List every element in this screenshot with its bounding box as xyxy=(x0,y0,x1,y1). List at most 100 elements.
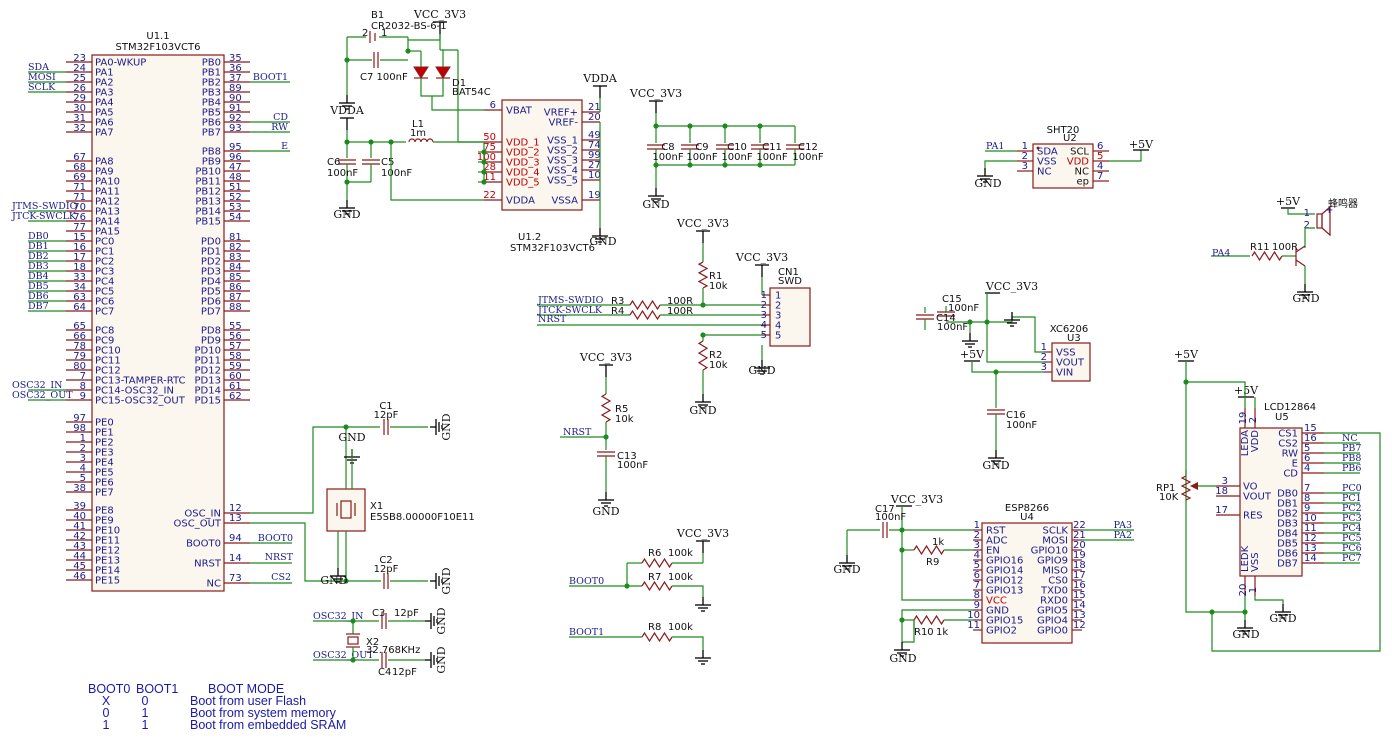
xc6206-part: XC6206 xyxy=(1050,324,1089,335)
net-label: PC3 xyxy=(1342,513,1362,524)
mcu-pin-number: 9 xyxy=(80,391,86,402)
mcu-pin-number: 52 xyxy=(229,192,242,203)
mcu-pin-number: 38 xyxy=(73,483,86,494)
mcu-pin-number: 64 xyxy=(73,302,86,313)
pin-number: 18 xyxy=(1215,486,1228,497)
mcu-pin-number: 70 xyxy=(73,202,86,213)
mcu-body xyxy=(91,54,225,592)
wire xyxy=(901,609,973,642)
swd-connector-body xyxy=(769,287,811,347)
pin-name: VSS_3 xyxy=(547,156,578,167)
mcu-pin-number: 95 xyxy=(229,142,242,153)
mcu-pin-name: PC8 xyxy=(95,326,114,337)
mcu-pin-name: PD5 xyxy=(201,287,221,298)
battery-pin: 2 xyxy=(362,28,368,39)
mcu-pin-name: PA11 xyxy=(95,187,120,198)
swd-ref: CN1 xyxy=(778,267,799,278)
mcu-pin-name: PC1 xyxy=(95,247,114,258)
mcu-pin-number: 80 xyxy=(73,361,86,372)
sht20-ref: U2 xyxy=(1063,133,1077,144)
wire xyxy=(984,160,1017,168)
mcu-pin-number: 1 xyxy=(80,433,86,444)
wire xyxy=(672,585,704,597)
rp1-wiper xyxy=(1190,482,1198,490)
power-label: VCC_3V3 xyxy=(676,217,729,230)
pin-number: 12 xyxy=(1304,533,1317,544)
mcu-pin-number: 3 xyxy=(80,453,86,464)
pin-number: 10 xyxy=(1304,513,1317,524)
pin-number: 74 xyxy=(588,140,601,151)
sht20-part: SHT20 xyxy=(1047,125,1080,136)
mcu-pin-number: 84 xyxy=(229,262,242,273)
mcu-pin-number: 69 xyxy=(73,172,86,183)
mcu-pin-number: 71 xyxy=(73,182,86,193)
c14-value: 100nF xyxy=(937,322,968,333)
pin-number: 7 xyxy=(1097,171,1103,182)
pin-name: EN xyxy=(986,546,1000,557)
mcu-pin-name: PD3 xyxy=(201,267,221,278)
ground-label: GND xyxy=(982,459,1009,472)
pin-name: VDDA xyxy=(506,196,535,207)
net-label: DB3 xyxy=(28,261,49,272)
mcu-pin-number: 97 xyxy=(73,413,86,424)
r7-ref: R7 xyxy=(648,572,661,583)
wire xyxy=(1185,361,1245,613)
pin-number: 14 xyxy=(1304,553,1317,564)
ground-label: GND xyxy=(338,431,365,444)
r5-resistor xyxy=(600,393,612,423)
power-label: +5V xyxy=(960,348,985,361)
pin-number: 6 xyxy=(1097,141,1103,152)
pin-name: VDD xyxy=(1250,430,1261,453)
pin-name: VCC xyxy=(986,596,1007,607)
swd-part: SWD xyxy=(778,276,802,287)
junction xyxy=(388,139,394,145)
pin-number: 2 xyxy=(1022,151,1028,162)
mcu-pin-name: PE1 xyxy=(95,428,114,439)
mcu-pin-name: PA13 xyxy=(95,207,120,218)
cap-value: 100nF xyxy=(792,152,823,163)
net-label: DB4 xyxy=(28,271,49,282)
cap-ref: C11 xyxy=(762,142,782,153)
pin-number: 12 xyxy=(1073,620,1086,631)
net-label: PC2 xyxy=(1342,503,1362,514)
pin-number: 20 xyxy=(588,112,601,123)
net-label: JTMS-SWDIO xyxy=(11,201,78,212)
net-label: DB0 xyxy=(28,231,49,242)
power-label: +5V xyxy=(1276,195,1301,208)
mcu-pin-number: 43 xyxy=(73,541,86,552)
pin-number: 2 xyxy=(1041,352,1047,363)
mcu-pin-number: 44 xyxy=(73,551,86,562)
pin-name: SDA xyxy=(1037,147,1058,158)
pin-name: VDD_3 xyxy=(506,158,540,169)
power-label: VCC_3V3 xyxy=(629,87,682,100)
r3-ref: R3 xyxy=(611,296,624,307)
pin-name: CS1 xyxy=(1278,429,1298,440)
power-label: VCC_3V3 xyxy=(735,251,788,264)
pin-name: GPIO13 xyxy=(986,586,1023,597)
r1-ref: R1 xyxy=(709,271,722,282)
mcu-pin-number: 7 xyxy=(80,371,86,382)
mcu-pin-number: 41 xyxy=(73,521,86,532)
mcu-pin-number: 4 xyxy=(80,463,86,474)
pin-name: VDD_4 xyxy=(506,168,540,179)
x1-ref: X1 xyxy=(370,501,383,512)
mcu-power-body xyxy=(501,99,583,211)
junction xyxy=(350,657,356,663)
r11-value: 100R xyxy=(1272,242,1298,253)
r1-value: 10k xyxy=(709,281,728,292)
r10-resistor xyxy=(913,614,945,626)
c5-value: 100nF xyxy=(381,168,412,179)
net-label: NRST xyxy=(265,552,294,563)
pin-number: 3 xyxy=(1022,161,1028,172)
ground-label: GND xyxy=(1232,628,1259,641)
pin-number: 17 xyxy=(1073,570,1086,581)
mcu-pin-name: PC6 xyxy=(95,297,114,308)
mcu-pin-name: PA6 xyxy=(95,118,114,129)
net-label: BOOT0 xyxy=(569,576,604,587)
pin-number: 2 xyxy=(1248,417,1259,423)
mcu-pin-name: PD0 xyxy=(201,237,221,248)
wire xyxy=(407,34,441,51)
pin-name: SCL xyxy=(1070,147,1089,158)
net-label: PB7 xyxy=(1342,443,1361,454)
mcu-pin-name: PB9 xyxy=(202,157,221,168)
